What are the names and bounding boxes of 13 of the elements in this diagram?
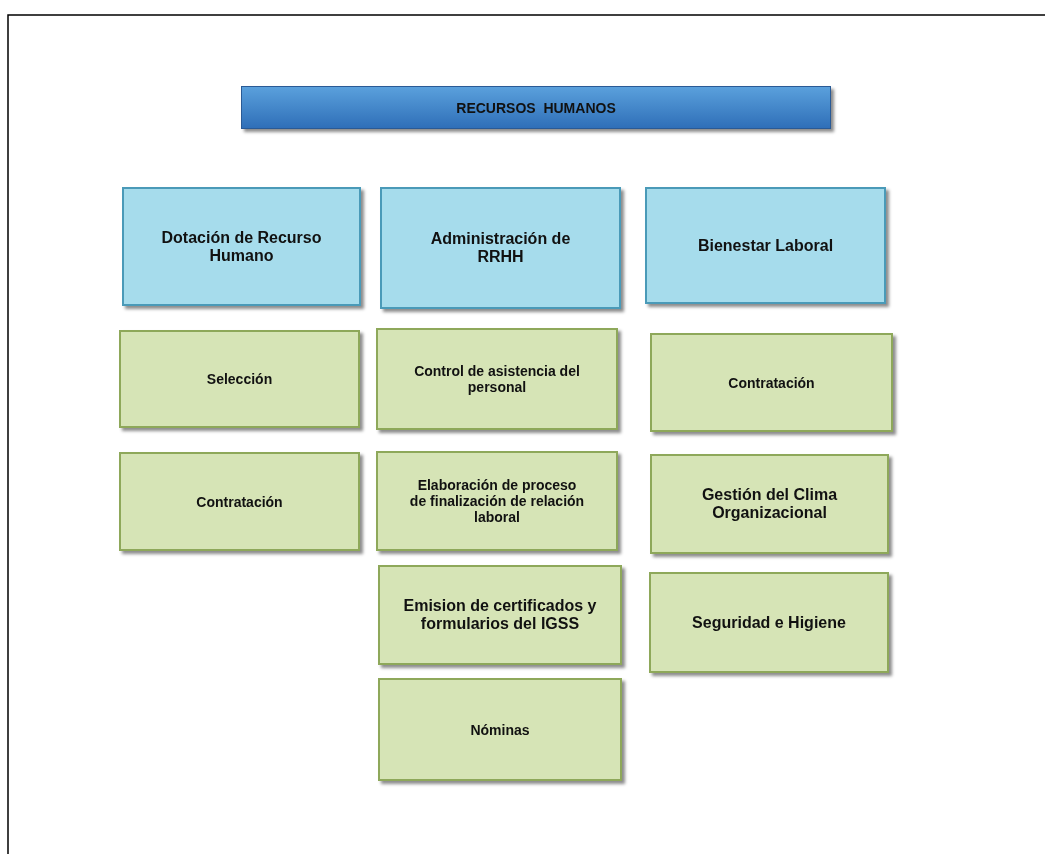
task-box: Emision de certificados y formularios del IGSS [378,565,622,665]
task-box: Contratación [650,333,893,432]
task-box: Contratación [119,452,360,551]
task-box: Control de asistencia del personal [376,328,618,430]
task-box: Nóminas [378,678,622,781]
category-box: Bienestar Laboral [645,187,886,304]
category-box: Dotación de Recurso Humano [122,187,361,306]
title-banner: RECURSOS HUMANOS [241,86,831,129]
task-box: Selección [119,330,360,428]
task-box: Elaboración de proceso de finalización de relación laboral [376,451,618,551]
task-box: Seguridad e Higiene [649,572,889,673]
category-box: Administración de RRHH [380,187,621,309]
task-box: Gestión del Clima Organizacional [650,454,889,554]
